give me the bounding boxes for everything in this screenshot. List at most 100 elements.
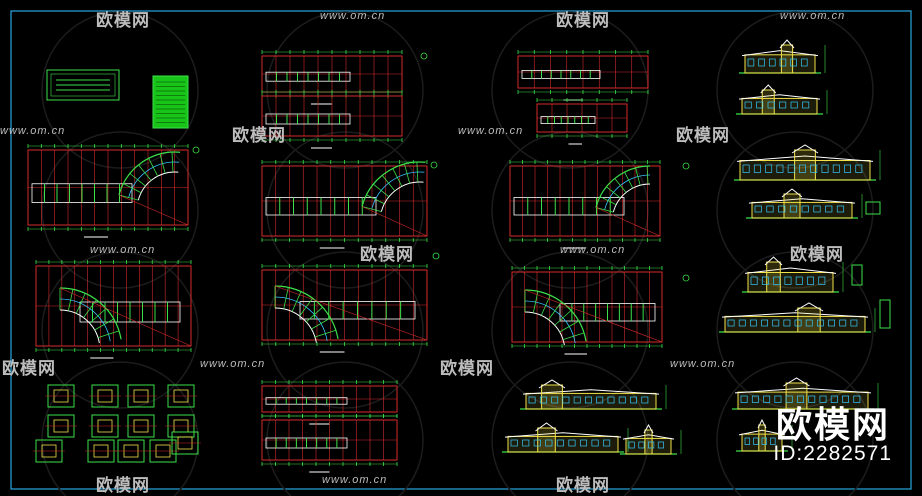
elevation-window bbox=[772, 319, 780, 327]
elevation-window bbox=[832, 164, 840, 173]
elevation-window bbox=[813, 205, 821, 213]
curved-wing-wall bbox=[138, 164, 152, 181]
watermark-ring bbox=[491, 131, 649, 289]
elevation-window bbox=[768, 58, 776, 67]
elevation-window bbox=[789, 205, 798, 213]
elevation-window bbox=[844, 164, 852, 173]
curved-wing-wall bbox=[123, 183, 142, 194]
plan-grid-diagonal bbox=[274, 285, 428, 341]
watermark-ring bbox=[266, 11, 424, 169]
curved-wing-outer bbox=[274, 285, 339, 339]
title-block-inner bbox=[50, 73, 116, 97]
watermark-brand-row3-center: 欧模网 bbox=[360, 245, 414, 264]
elevation-window bbox=[742, 164, 750, 173]
north-arrow-icon bbox=[430, 161, 438, 169]
curved-wing-wall bbox=[624, 171, 634, 189]
curved-wing-wall bbox=[299, 297, 313, 317]
elevation-window bbox=[545, 439, 553, 447]
elevation-window bbox=[607, 396, 615, 404]
elevation-window bbox=[528, 396, 536, 404]
curved-wing-wall bbox=[562, 332, 585, 341]
elevation-window bbox=[808, 395, 816, 403]
watermark-ring bbox=[491, 251, 649, 409]
elevation-window bbox=[753, 437, 759, 445]
curved-wing-wall bbox=[646, 166, 649, 185]
elevation-window bbox=[776, 164, 784, 173]
plan-grid-diagonal bbox=[118, 194, 189, 226]
elevation-roof bbox=[738, 429, 786, 436]
elevation-window bbox=[568, 439, 576, 447]
watermark-url-mid-center: www.om.cn bbox=[458, 125, 524, 137]
elevation-window bbox=[765, 164, 773, 173]
elevation-window bbox=[638, 441, 645, 449]
elevation-window bbox=[785, 395, 793, 403]
curved-wing-inner bbox=[524, 311, 565, 346]
elevation-window bbox=[799, 164, 806, 173]
curved-wing-wall bbox=[548, 301, 562, 320]
elevation-window bbox=[539, 396, 547, 404]
watermark-url-row4-right: www.om.cn bbox=[670, 358, 736, 370]
curved-wing-wall bbox=[94, 318, 114, 331]
curved-wing-wall bbox=[554, 310, 572, 326]
curved-wing-inner bbox=[137, 171, 179, 201]
watermark-url-mid-left: www.om.cn bbox=[0, 125, 66, 137]
elevation-window bbox=[801, 205, 809, 213]
watermark-url-top-right: www.om.cn bbox=[780, 10, 846, 22]
elevation-window bbox=[533, 439, 541, 447]
elevation-tower-roof bbox=[794, 302, 824, 312]
elevation-roof bbox=[744, 267, 837, 274]
elevation-window bbox=[744, 437, 751, 445]
elevation-window bbox=[842, 395, 850, 403]
elevation-window bbox=[767, 101, 775, 109]
curved-wing-wall bbox=[159, 153, 166, 174]
watermark-ring bbox=[491, 11, 649, 169]
elevation-roof bbox=[748, 198, 856, 204]
elevation-window bbox=[795, 276, 803, 285]
elevation-window bbox=[551, 396, 559, 404]
elevation-window bbox=[738, 319, 746, 327]
elevation-body bbox=[747, 272, 834, 293]
elevation-tower-roof bbox=[757, 418, 767, 429]
elevation-window bbox=[779, 101, 787, 109]
elevation-window bbox=[790, 58, 797, 67]
curved-wing-inner bbox=[380, 181, 424, 212]
elevation-roof bbox=[622, 434, 675, 440]
curved-wing-wall bbox=[635, 167, 641, 186]
watermark-brand-row3-right: 欧模网 bbox=[790, 245, 844, 264]
curved-wing-wall bbox=[129, 173, 146, 187]
site-logo: 欧模网 bbox=[775, 404, 890, 445]
elevation-window bbox=[816, 319, 824, 327]
section-detail bbox=[865, 201, 881, 215]
elevation-window bbox=[522, 439, 530, 447]
elevation-window bbox=[754, 205, 762, 213]
elevation-window bbox=[819, 395, 827, 403]
elevation-window bbox=[758, 58, 765, 67]
curved-wing-wall bbox=[118, 194, 139, 201]
elevation-tower-roof bbox=[764, 256, 783, 266]
elevation-body bbox=[507, 435, 619, 453]
elevation-window bbox=[794, 319, 802, 327]
curved-wing-inner bbox=[274, 307, 317, 343]
curved-wing-wall bbox=[366, 194, 385, 205]
curved-wing-wall bbox=[606, 186, 621, 199]
watermark-brand-row4-left: 欧模网 bbox=[2, 359, 56, 378]
watermark-ring bbox=[716, 11, 874, 169]
elevation-window bbox=[749, 319, 757, 327]
elevation-window bbox=[779, 58, 787, 67]
watermark-url-row3-left: www.om.cn bbox=[90, 244, 156, 256]
watermark-ring bbox=[41, 251, 199, 409]
elevation-window bbox=[753, 164, 761, 173]
elevation-roof bbox=[741, 50, 819, 57]
drawing-frame bbox=[10, 10, 912, 490]
elevation-roof bbox=[734, 387, 872, 394]
elevation-window bbox=[850, 319, 858, 327]
plan-grid-diagonal bbox=[524, 289, 663, 343]
north-arrow-icon bbox=[432, 252, 440, 260]
elevation-window bbox=[839, 319, 847, 327]
north-arrow-icon bbox=[420, 52, 428, 60]
watermark-brand-bottom-left: 欧模网 bbox=[96, 476, 150, 495]
watermark-brand-top-center: 欧模网 bbox=[556, 11, 610, 30]
elevation-tower-roof bbox=[779, 39, 795, 49]
watermark-ring bbox=[41, 131, 199, 289]
elevation-tower-roof bbox=[781, 188, 803, 198]
